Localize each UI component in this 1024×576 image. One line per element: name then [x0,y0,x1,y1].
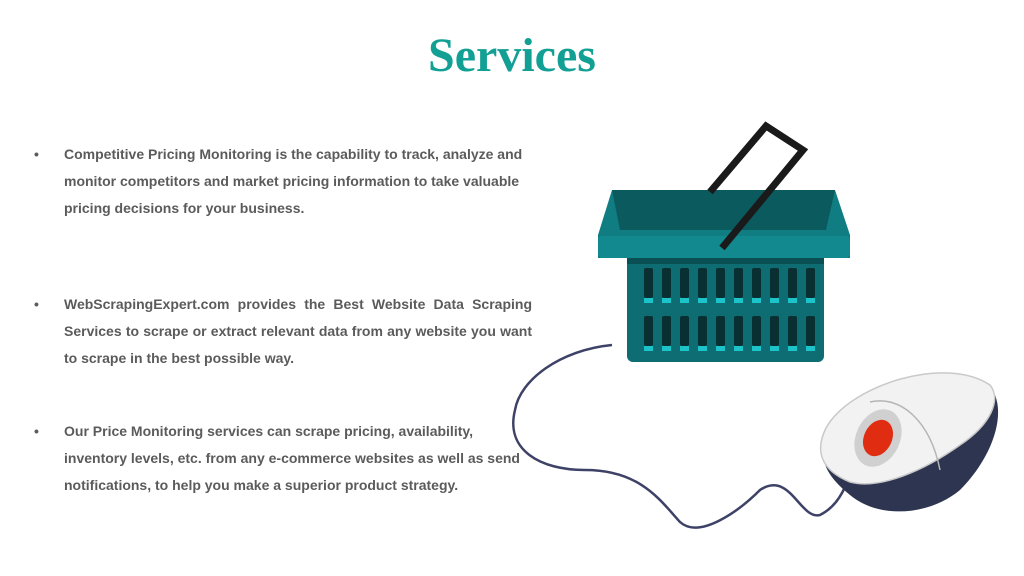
bullet-marker: • [34,296,39,312]
bullet-item-scraping-services: • WebScrapingExpert.com provides the Bes… [30,291,532,372]
mouse-cable [512,343,850,529]
basket-handle [707,121,809,251]
bullet-marker: • [34,423,39,439]
bullet-item-price-monitoring: • Our Price Monitoring services can scra… [30,418,532,499]
bullet-item-pricing-monitoring: • Competitive Pricing Monitoring is the … [30,141,532,222]
shopping-basket-icon [598,121,850,362]
mouse-scroll-wheel [862,419,894,457]
bullet-text: Competitive Pricing Monitoring is the ca… [64,146,523,216]
bullet-marker: • [34,146,39,162]
computer-mouse-icon [819,372,999,512]
bullet-text: Our Price Monitoring services can scrape… [64,423,520,493]
bullet-text: WebScrapingExpert.com provides the Best … [64,296,532,366]
page-title: Services [428,29,596,82]
basket-mouse-illustration [512,121,999,529]
